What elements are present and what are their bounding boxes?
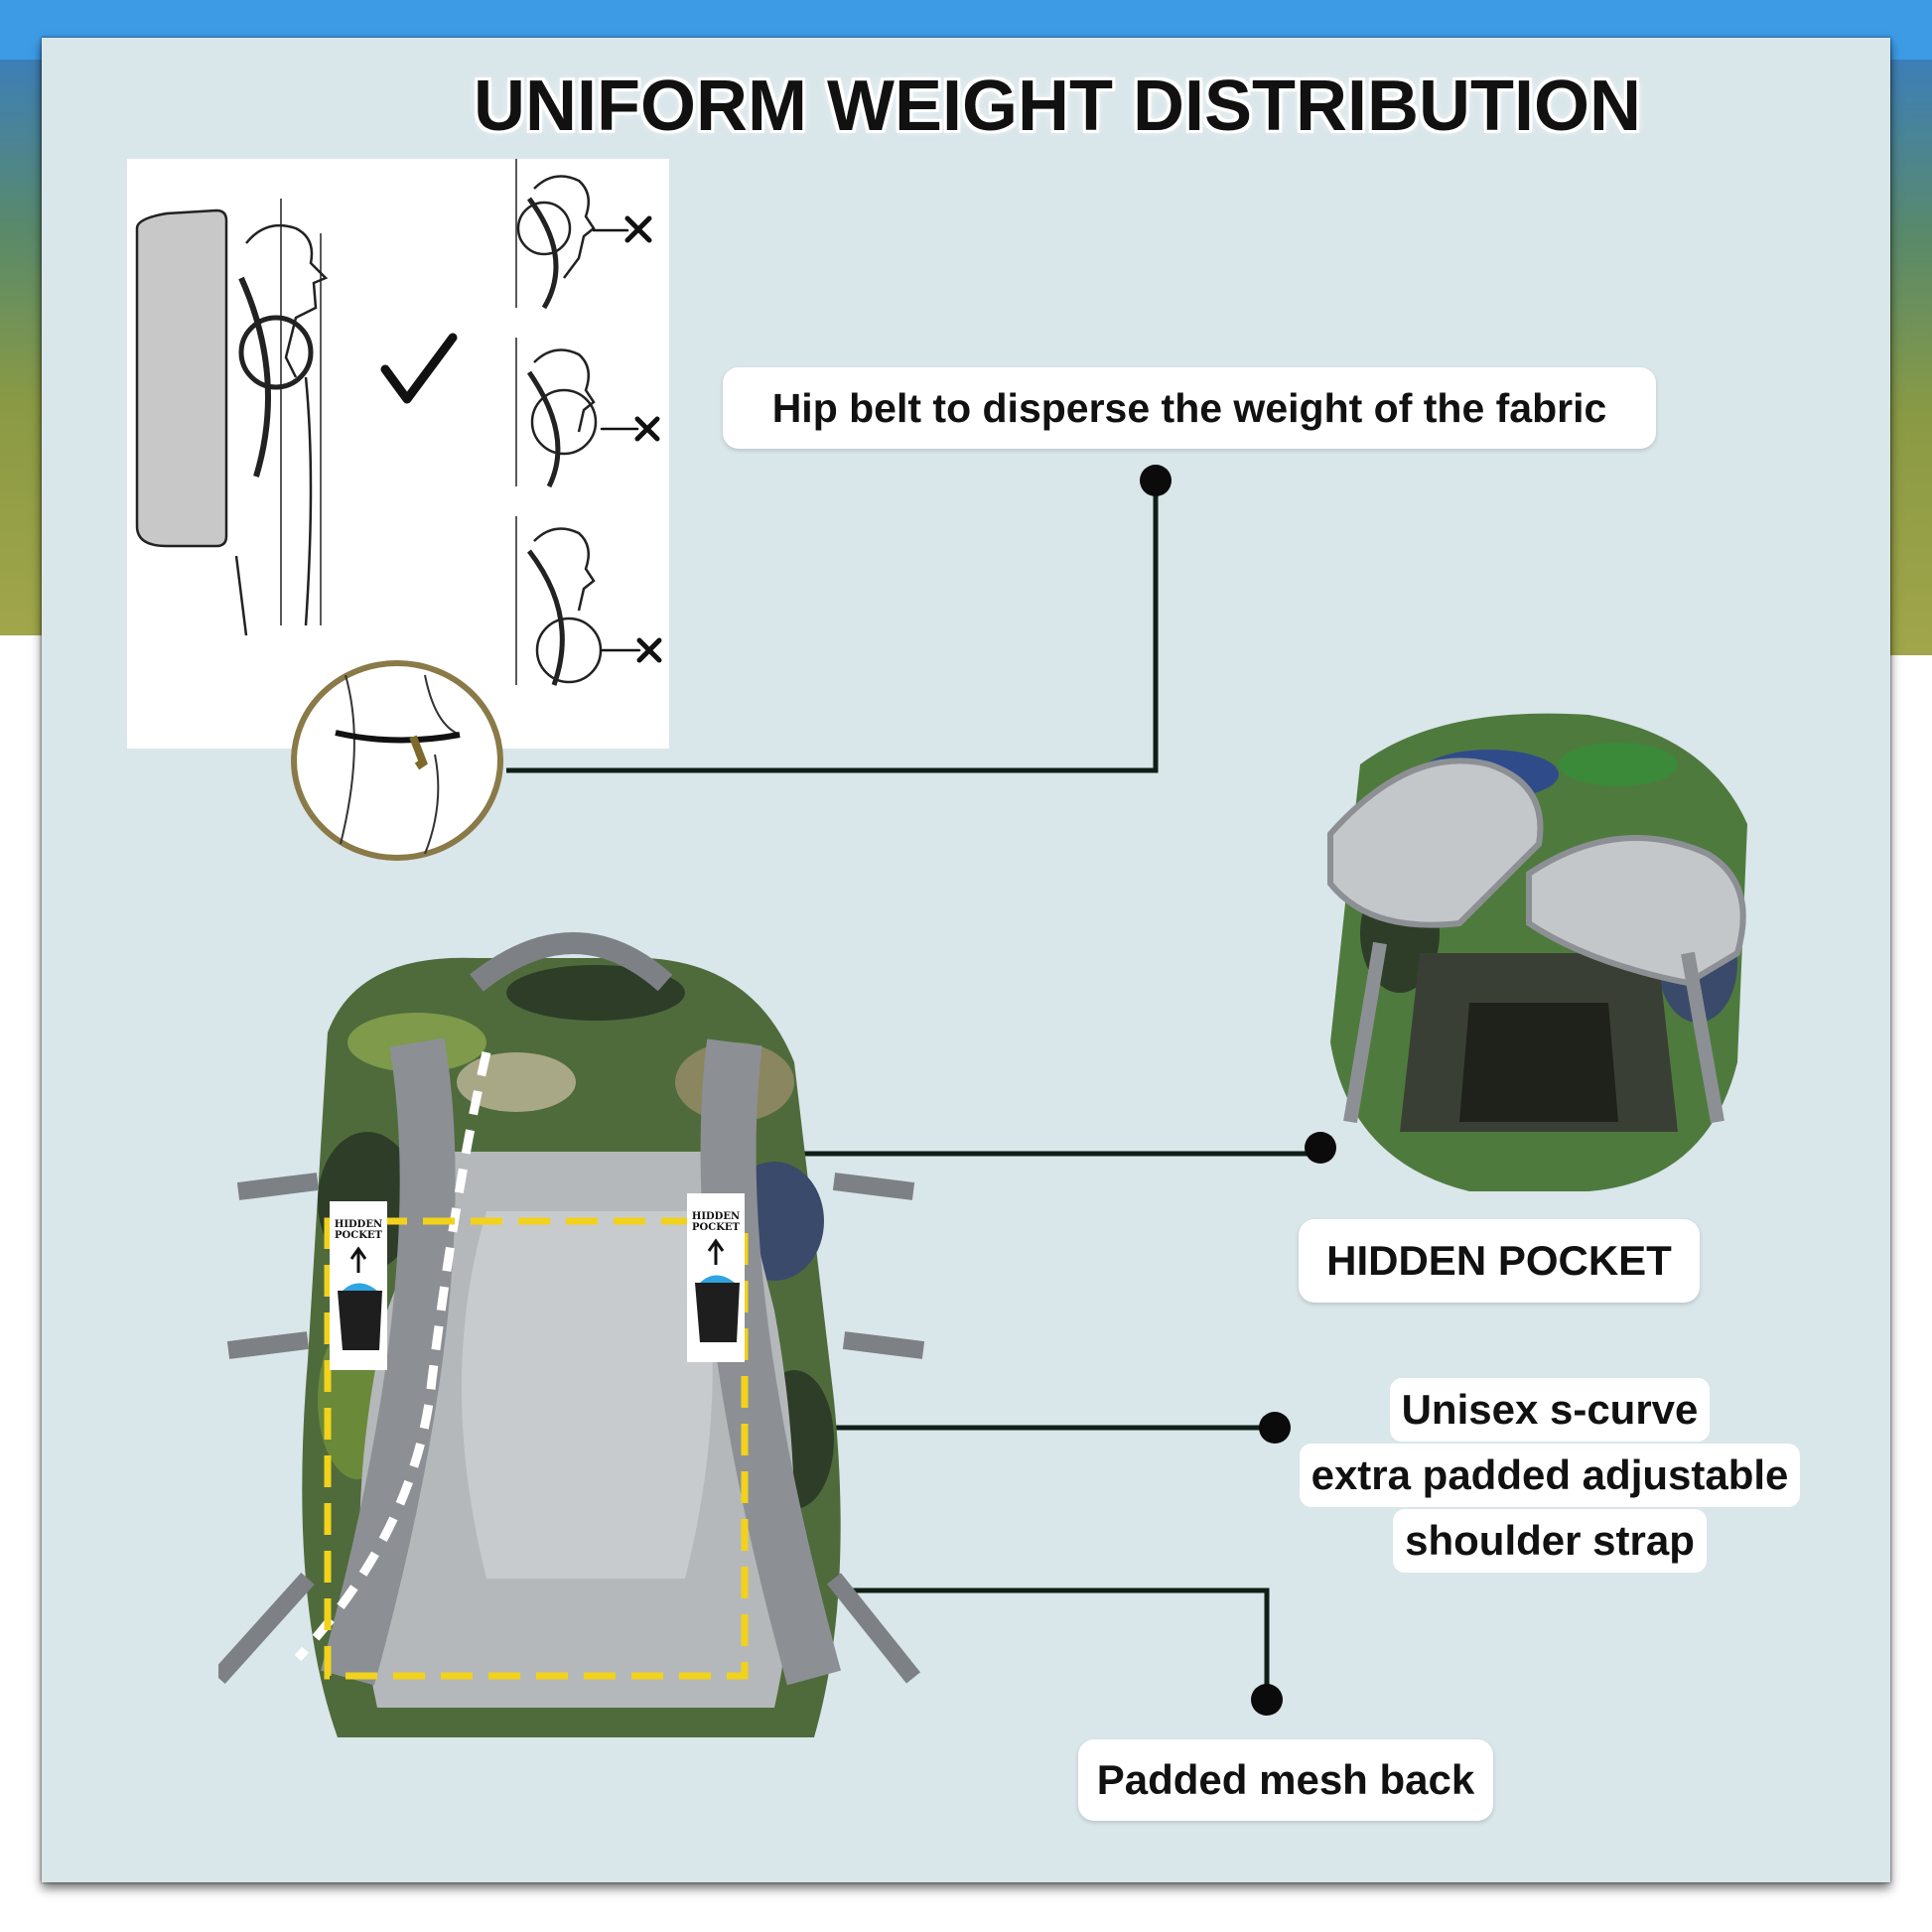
pocket-tag-line2: POCKET [692, 1222, 740, 1233]
shoulder-strap-callout: Unisex s-curve extra padded adjustable s… [1297, 1378, 1803, 1577]
x-mark-icon [600, 416, 660, 442]
check-mark-icon [380, 333, 458, 404]
mesh-back-dot [1251, 1684, 1283, 1716]
strap-callout-line1: Unisex s-curve [1389, 1378, 1711, 1442]
hidden-pocket-callout: HIDDEN POCKET [1299, 1219, 1700, 1303]
wrong-posture-3 [515, 516, 603, 686]
backpack-hidden-pocket-view [1327, 713, 1747, 1191]
posture-diagram [127, 159, 669, 749]
hidden-pocket-dot [1305, 1132, 1336, 1164]
mesh-back-callout: Padded mesh back [1078, 1739, 1493, 1821]
pocket-tag-line2: POCKET [335, 1230, 382, 1241]
hip-belt-inset [291, 660, 503, 861]
pocket-tag-line1: HIDDEN [334, 1219, 383, 1230]
page-title: UNIFORM WEIGHT DISTRIBUTION [474, 67, 1641, 146]
wrong-posture-1 [515, 159, 596, 310]
main-figure [135, 199, 329, 636]
pocket-tag-left-text: HIDDEN POCKET [332, 1219, 385, 1241]
hip-belt-line [506, 483, 1159, 773]
backpack-rear-view [218, 932, 925, 1737]
hidden-pocket-tag-right [687, 1193, 745, 1362]
wrong-posture-2 [515, 338, 598, 488]
strap-callout-line3: shoulder strap [1393, 1509, 1707, 1573]
x-mark-icon [600, 637, 662, 663]
pocket-tag-line1: HIDDEN [691, 1211, 741, 1222]
hip-belt-dot [1140, 465, 1172, 496]
x-mark-icon [592, 215, 652, 243]
hip-belt-callout: Hip belt to disperse the weight of the f… [723, 367, 1656, 449]
strap-callout-line2: extra padded adjustable [1299, 1444, 1801, 1507]
strap-dot [1259, 1412, 1291, 1444]
pocket-tag-right-text: HIDDEN POCKET [689, 1211, 743, 1233]
hidden-pocket-tag-left [330, 1201, 387, 1370]
